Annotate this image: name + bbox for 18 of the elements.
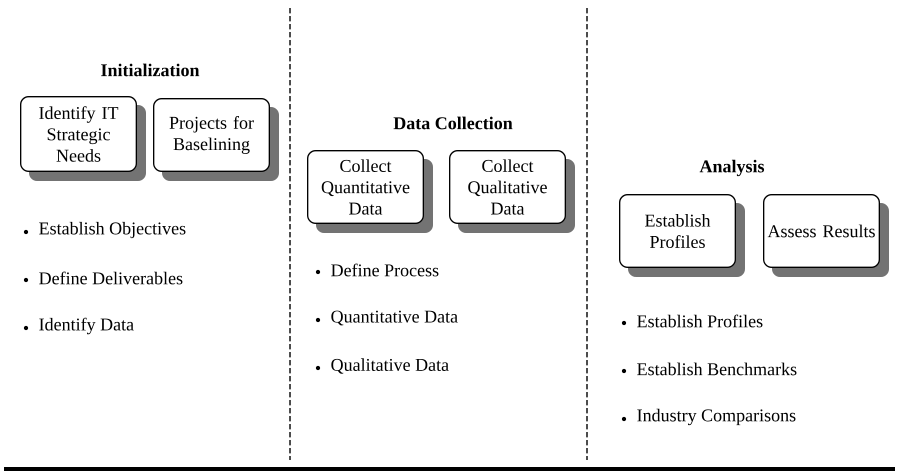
bullet-item: Define Deliverables bbox=[24, 272, 182, 284]
bullet-item: Define Process bbox=[316, 264, 438, 276]
bullet-item: Establish Objectives bbox=[24, 222, 186, 238]
process-box: Collect Quantitative Data bbox=[307, 150, 433, 233]
process-box: Collect Qualitative Data bbox=[449, 150, 575, 233]
bullet-item: Quantitative Data bbox=[316, 310, 458, 326]
process-box: Establish Profiles bbox=[619, 194, 745, 277]
bullet-item: Identify Data bbox=[24, 318, 134, 334]
heading: Analysis bbox=[700, 160, 764, 176]
bullet-item: Industry Comparisons bbox=[622, 408, 796, 426]
process-box: Projects for Baselining bbox=[153, 98, 279, 181]
bullet-item: Qualitative Data bbox=[316, 358, 449, 374]
bullet-item: Establish Benchmarks bbox=[622, 362, 796, 376]
bullet-item: Establish Profiles bbox=[622, 314, 762, 328]
process-box: Assess Results bbox=[763, 194, 889, 277]
process-box: Identify IT Strategic Needs bbox=[20, 96, 146, 181]
heading: Initialization bbox=[101, 64, 200, 76]
heading: Data Collection bbox=[394, 116, 512, 130]
